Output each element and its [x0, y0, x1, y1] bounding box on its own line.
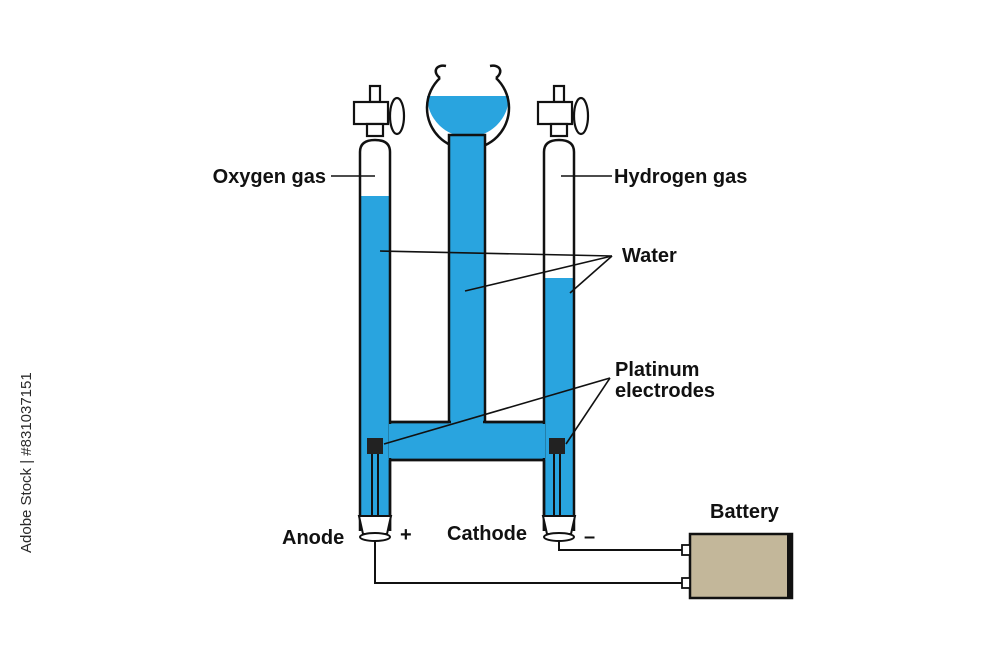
oxygen-tube [358, 138, 392, 531]
battery-label: Battery [710, 501, 780, 523]
anode-electrode [367, 438, 383, 454]
cathode-minus-sign: – [584, 526, 595, 548]
platinum-electrodes-label-line1: Platinum [615, 359, 699, 381]
anode-wire [374, 541, 684, 584]
platinum-electrodes-label-line2: electrodes [615, 380, 715, 402]
anode-stopper [357, 515, 393, 542]
hydrogen-stopcock[interactable] [536, 84, 590, 138]
leader-lines [331, 175, 613, 445]
cathode-label: Cathode [447, 523, 527, 545]
cathode-stopper [541, 515, 577, 542]
battery [681, 532, 794, 600]
cathode-wire [558, 541, 684, 551]
oxygen-stopcock[interactable] [352, 84, 406, 138]
hydrogen-gas-label: Hydrogen gas [614, 166, 747, 188]
anode-plus-sign: + [400, 524, 412, 546]
anode-label: Anode [282, 527, 344, 549]
cathode-electrode [549, 438, 565, 454]
water-label: Water [622, 245, 677, 267]
central-tube [447, 133, 487, 434]
stock-id-watermark: Adobe Stock | #831037151 [18, 372, 35, 553]
oxygen-gas-label: Oxygen gas [213, 166, 326, 188]
